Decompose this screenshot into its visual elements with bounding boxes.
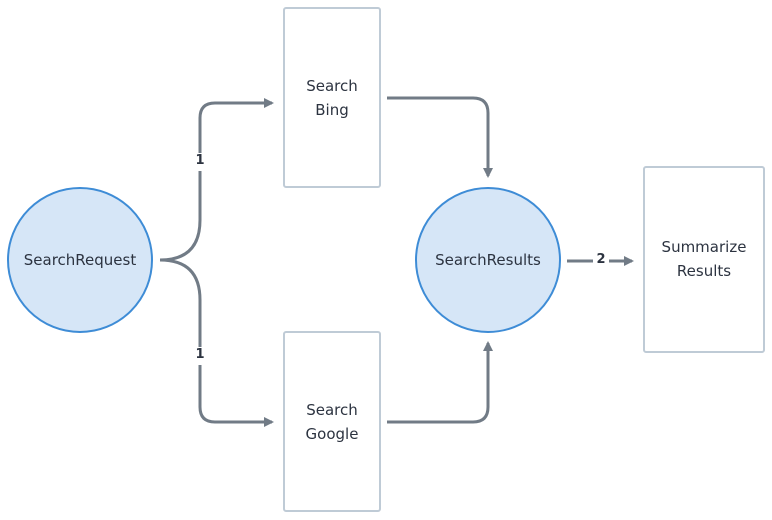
edge-request-to-google	[159, 258, 274, 427]
edge-bing-to-results	[387, 96, 493, 178]
edge-google-to-results	[387, 341, 493, 424]
edge-request-to-bing	[159, 98, 274, 262]
node-search-bing	[283, 7, 381, 188]
search-results-label: SearchResults	[435, 251, 541, 269]
edge-label-google: 1	[193, 347, 207, 365]
node-search-results	[415, 187, 561, 333]
search-bing-label: Search Bing	[306, 77, 358, 119]
search-google-label: Search Google	[305, 401, 359, 443]
node-search-google	[283, 331, 381, 512]
edge-label-bing: 1	[193, 153, 207, 171]
search-request-label: SearchRequest	[23, 251, 137, 269]
node-summarize-results	[643, 166, 765, 353]
edge-label-summarize: 2	[593, 252, 609, 270]
summarize-results-label: Summarize Results	[661, 238, 747, 280]
node-search-request	[7, 187, 153, 333]
